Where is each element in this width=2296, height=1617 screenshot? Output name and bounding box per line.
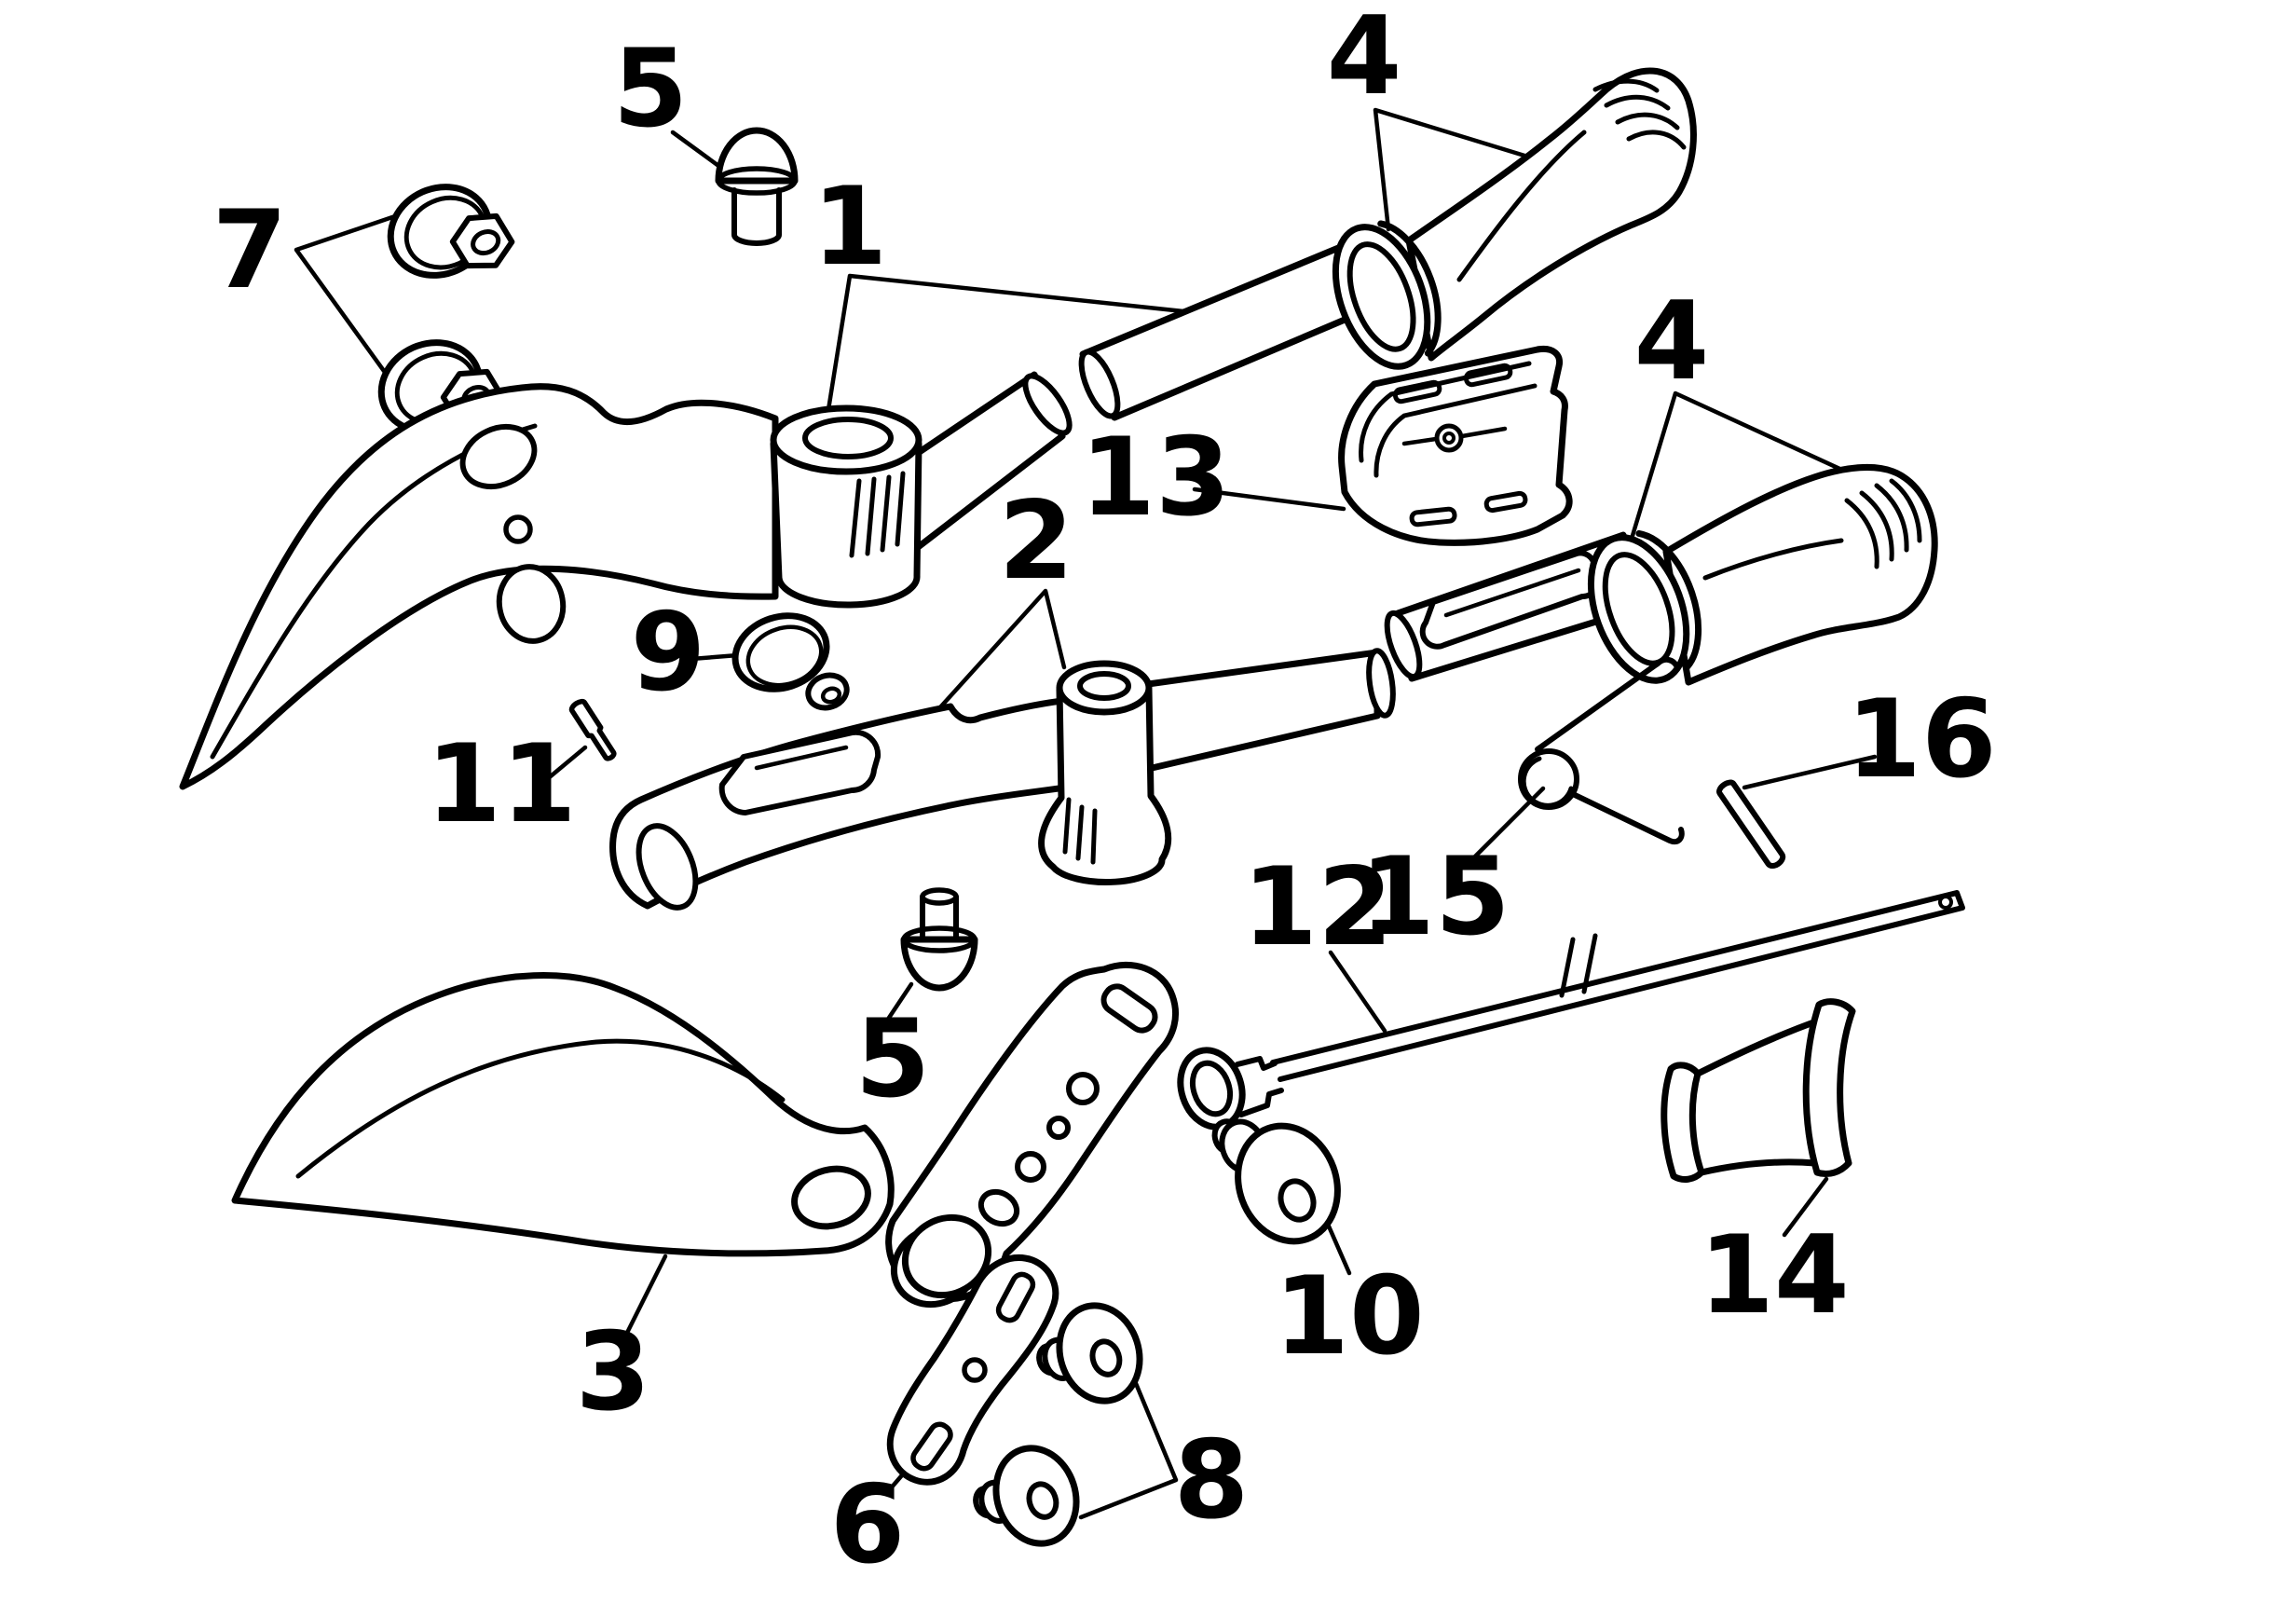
leader-11 [538,745,588,788]
callout-5-bottom: 5 [855,996,931,1122]
leader-7 [294,213,398,374]
callout-14: 14 [1699,1213,1849,1338]
pivot-collar-lower [1038,660,1172,886]
rivet-upper [1036,1302,1143,1405]
callout-9: 9 [631,590,706,716]
step-pin [568,698,617,761]
cap-nut-upper [387,184,515,279]
leader-14 [1782,1176,1829,1238]
diagram-linework [179,67,1965,1547]
mounting-bracket [1338,345,1573,546]
callout-1: 1 [813,164,888,290]
leader-2 [920,588,1067,730]
knurl-lines [849,471,906,558]
leader-12 [1328,950,1387,1034]
bumper-bottom [900,887,978,992]
rivet-lower [973,1445,1080,1547]
pull-rod [1177,890,1965,1131]
callout-2: 2 [999,478,1074,604]
leader-5-bottom [882,981,914,1026]
handle-tube-slotted [1384,531,1651,682]
hook-counter-blade [179,383,779,790]
rod-end-hole [1938,895,1953,910]
washer-bolt [731,612,850,711]
callout-4-top: 4 [1327,0,1402,119]
handle-tube-lower [1138,648,1396,773]
callout-8: 8 [1174,1418,1250,1543]
bracket-slots [1392,363,1528,528]
leader-3 [622,1254,668,1341]
callout-13: 13 [1080,415,1230,541]
leader-4-top [1373,107,1537,232]
leader-16 [1742,754,1878,790]
handle-ferrule-upper [1332,220,1442,370]
pivot-collar-upper [770,404,922,609]
callouts: 5 7 1 4 13 4 2 9 11 16 15 12 5 10 14 3 6… [212,0,1997,1588]
handle-grip-upper [1405,67,1697,362]
knurl-lines [1062,797,1098,865]
callout-16: 16 [1846,677,1996,802]
leader-4-right [1626,391,1861,551]
callout-6: 6 [830,1462,906,1588]
handle-ferrule-lower [1587,529,1702,684]
hand-guard-saddle [1660,998,1856,1183]
rod-break-marks [1559,933,1598,998]
callout-4-right: 4 [1634,279,1710,404]
lever-plate [609,695,1099,911]
callout-5-top: 5 [613,26,689,152]
handle-grip-lower [1662,464,1938,686]
callout-11: 11 [426,721,576,847]
leader-13 [1192,486,1346,512]
callout-10: 10 [1274,1254,1424,1379]
callout-12: 12 [1242,844,1392,970]
leader-1 [825,273,1186,418]
bumper-top [715,127,799,246]
bracket-screw [1434,423,1464,453]
torsion-spring [1518,656,1685,845]
grip-rib-lines [1844,478,1922,569]
grip-rib-lines [1592,78,1687,150]
retaining-pin [1716,779,1786,869]
callout-15: 15 [1360,834,1510,960]
leader-8 [1078,1378,1179,1520]
leader-5-top [670,130,724,171]
link-plate [886,1254,1059,1486]
leader-9 [689,652,741,662]
cutting-blade [231,972,895,1257]
callout-3: 3 [576,1309,651,1435]
callout-7: 7 [212,187,288,313]
pulley-roller [1211,1118,1341,1245]
